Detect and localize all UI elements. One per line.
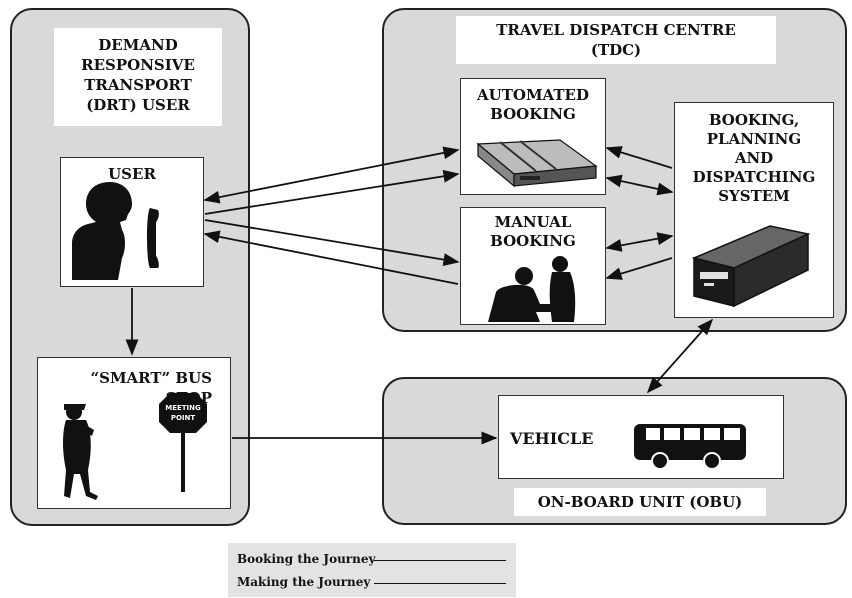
person-phone-icon [72, 182, 159, 280]
tdc-title: TRAVEL DISPATCH CENTRE (TDC) [496, 21, 736, 59]
svg-text:MEETING: MEETING [165, 404, 201, 412]
tdc-title-box [456, 16, 776, 64]
dispatching-system-label: BOOKING, PLANNING AND DISPATCHING SYSTEM [692, 111, 816, 205]
booking-agents-icon [488, 256, 576, 322]
journey-arrows [125, 288, 498, 445]
drt-user-title: DEMAND RESPONSIVE TRANSPORT (DRT) USER [81, 36, 195, 114]
obu-title-box [514, 488, 766, 516]
legend-making-label: Making the Journey [237, 575, 371, 589]
vehicle-label: VEHICLE [510, 429, 594, 448]
booking-device-icon [476, 139, 598, 188]
dispatch-computer-icon [691, 225, 811, 308]
automated-booking-label: AUTOMATED BOOKING [477, 86, 589, 123]
legend-making-line [374, 583, 506, 584]
meeting-point-sign-icon: MEETING POINT [159, 393, 207, 492]
legend-booking-label: Booking the Journey [237, 552, 376, 566]
legend-booking: Booking the Journey [237, 552, 375, 566]
legend: Booking the Journey Making the Journey [228, 543, 516, 597]
svg-text:POINT: POINT [171, 414, 196, 422]
manual-booking-label: MANUAL BOOKING [490, 213, 576, 250]
drt-user-title-box [54, 28, 222, 126]
booking-arrows [203, 146, 714, 394]
obu-title: ON-BOARD UNIT (OBU) [537, 493, 743, 511]
walking-person-icon [63, 404, 98, 500]
bus-icon [634, 424, 746, 470]
user-label: USER [108, 165, 156, 183]
legend-booking-line [374, 560, 506, 561]
legend-making: Making the Journey [237, 575, 370, 589]
